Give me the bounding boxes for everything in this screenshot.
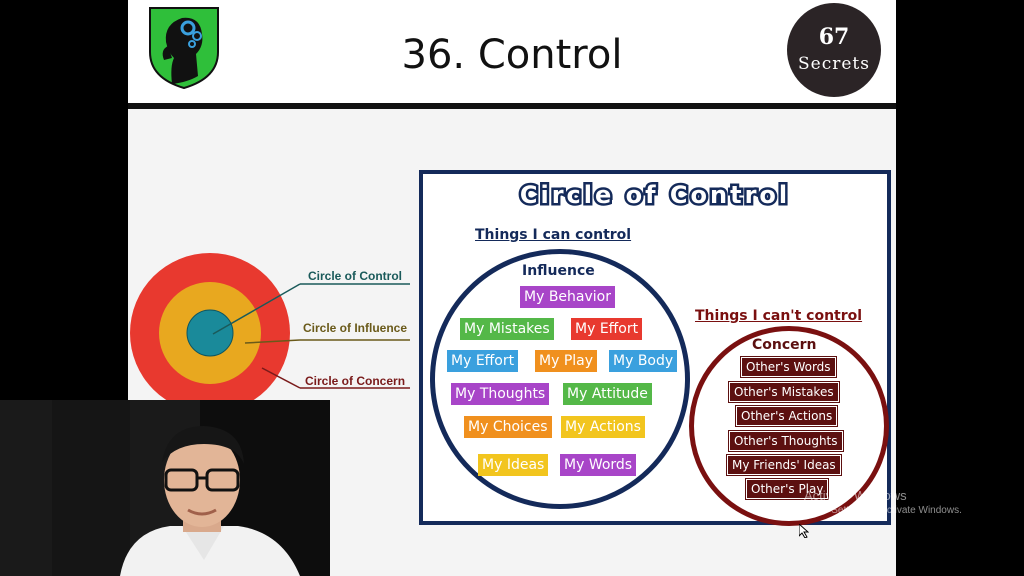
- cant-control-label: Things I can't control: [695, 308, 863, 324]
- rings-graphic: [130, 253, 410, 413]
- label-circle-of-control: Circle of Control: [308, 269, 403, 283]
- slide: 36. Control 67 Secrets Circle of Control…: [128, 0, 896, 576]
- activate-windows-watermark: Activate Windows Go to Settings to activ…: [804, 488, 962, 516]
- influence-item: My Thoughts: [451, 383, 550, 405]
- secrets-badge: 67 Secrets: [787, 3, 881, 97]
- influence-item: My Body: [609, 350, 678, 372]
- thinker-logo-icon: [149, 7, 219, 90]
- badge-number: 67: [818, 24, 850, 50]
- control-ring: [186, 309, 234, 357]
- concern-item: Other's Play: [744, 478, 830, 500]
- influence-item: My Words: [560, 454, 637, 476]
- label-circle-of-concern: Circle of Concern: [305, 374, 406, 388]
- watermark-line1: Activate Windows: [804, 488, 907, 503]
- influence-item: My Effort: [447, 350, 519, 372]
- label-circle-of-influence: Circle of Influence: [303, 321, 408, 335]
- presenter-video: [0, 400, 330, 576]
- slide-title: 36. Control: [401, 32, 623, 78]
- slide-header: 36. Control 67 Secrets: [128, 0, 896, 103]
- concern-circle: [689, 326, 889, 526]
- influence-item: My Choices: [464, 416, 552, 438]
- influence-item: My Ideas: [478, 454, 549, 476]
- influence-item: My Attitude: [563, 383, 652, 405]
- circle-of-control-panel: Circle of Control Things I can control I…: [419, 170, 891, 526]
- influence-heading: Influence: [522, 263, 595, 279]
- can-control-label: Things I can control: [475, 227, 632, 243]
- concentric-circles-diagram: Circle of Control Circle of Influence Ci…: [128, 250, 428, 420]
- panel-title: Circle of Control: [517, 179, 791, 212]
- concern-item: Other's Thoughts: [728, 430, 844, 452]
- badge-word: Secrets: [798, 54, 870, 74]
- mouse-cursor-icon: [799, 524, 809, 538]
- concern-item: Other's Actions: [734, 405, 839, 427]
- concern-heading: Concern: [752, 337, 817, 353]
- header-divider: [128, 103, 896, 109]
- influence-circle: [430, 249, 690, 509]
- influence-item: My Play: [535, 350, 598, 372]
- concern-item: Other's Mistakes: [728, 381, 840, 403]
- influence-item: My Actions: [561, 416, 645, 438]
- concern-item: Other's Words: [740, 356, 837, 378]
- influence-item: My Effort: [571, 318, 643, 340]
- influence-item: My Mistakes: [460, 318, 554, 340]
- concern-item: My Friends' Ideas: [726, 454, 842, 476]
- influence-item: My Behavior: [520, 286, 615, 308]
- watermark-line2: Go to Settings to activate Windows.: [804, 505, 962, 516]
